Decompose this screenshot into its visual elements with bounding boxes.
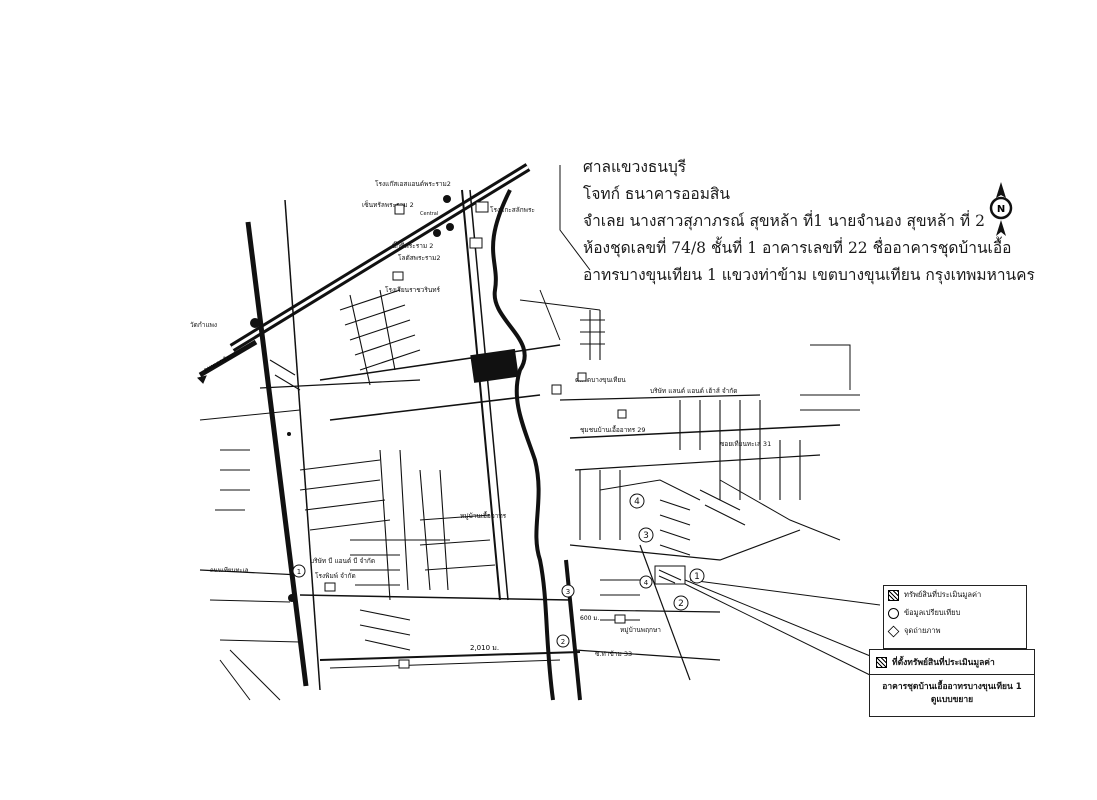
landmark-label: โรงเรียนราชวรินทร์ <box>385 286 441 294</box>
landmark-label: ซ.ท่าข้าม 33 <box>595 650 632 658</box>
hatched-square-icon <box>876 656 887 668</box>
comparison-marker: 3 <box>643 531 649 541</box>
north-arrow-icon: N <box>989 182 1013 236</box>
main-road-west <box>245 221 309 687</box>
callout-line-2: ดูแบบขยาย <box>930 695 974 705</box>
landmark-label: บริษัท แลนด์ แอนด์ เฮ้าส์ จำกัด <box>650 387 737 395</box>
location-line: อาทรบางขุนเทียน 1 แขวงท่าข้าม เขตบางขุนเ… <box>583 266 1035 284</box>
highway-label: ถนนพระราม 2 <box>297 257 340 287</box>
landmark-label: หมู่บ้านพฤกษา <box>620 626 661 634</box>
highway-rama2 <box>229 163 531 352</box>
defendant-line: จำเลย นางสาวสุภาภรณ์ สุขหล้า ที่1 นายจำน… <box>583 212 985 230</box>
case-header: ศาลแขวงธนบุรี โจทก์ ธนาคารออมสิน จำเลย น… <box>583 154 1035 289</box>
south-road-label: ถนนเทียนทะเล <box>210 566 249 574</box>
distance-label: 2,010 ม. <box>470 644 499 652</box>
legend-label: ทรัพย์สินที่ประเมินมูลค่า <box>904 590 982 599</box>
landmark-label: โรงแกะสลักพระ <box>490 206 535 214</box>
callout-line-1: อาคารชุดบ้านเอื้ออาทรบางขุนเทียน 1 <box>882 682 1022 692</box>
landmark-label: บิ๊กซีพระราม 2 <box>392 241 433 250</box>
callout-body: อาคารชุดบ้านเอื้ออาทรบางขุนเทียน 1 ดูแบบ… <box>870 675 1034 707</box>
west-road-label: ถนนเอกชัย <box>203 354 232 374</box>
photo-marker: 4 <box>644 579 649 587</box>
comparison-marker: 2 <box>678 599 684 609</box>
legend-label: ข้อมูลเปรียบเทียบ <box>904 608 961 617</box>
landmark-label: โลตัสพระราม2 <box>398 254 441 262</box>
photo-marker: 1 <box>297 568 301 576</box>
landmark-label: วัดกำแพง <box>190 321 217 329</box>
landmark-label: ชุมชนบ้านเอื้ออาทร 29 <box>580 425 645 434</box>
legend-row-property: ทรัพย์สินที่ประเมินมูลค่า <box>884 586 1026 604</box>
callout-title: ที่ตั้งทรัพย์สินที่ประเมินมูลค่า <box>892 658 995 668</box>
legend-row-photo: จุดถ่ายภาพ <box>884 622 1026 640</box>
landmark-label: โรงพิมพ์ จำกัด <box>315 572 356 580</box>
diamond-icon <box>887 625 900 637</box>
landmark-label: Central <box>420 211 438 217</box>
landmark-label: ตลาดบางขุนเทียน <box>575 376 626 384</box>
landmark-label: ซอยเทียนทะเล 31 <box>720 440 771 448</box>
landmark-label: เซ็นทรัลพระราม 2 <box>362 200 414 209</box>
comparison-marker: 1 <box>694 572 700 582</box>
legend-row-comparison: ข้อมูลเปรียบเทียบ <box>884 604 1026 622</box>
photo-marker: 3 <box>566 588 570 596</box>
court-name: ศาลแขวงธนบุรี <box>583 158 687 176</box>
photo-marker: 2 <box>561 638 565 646</box>
unit-address-line: ห้องชุดเลขที่ 74/8 ชั้นที่ 1 อาคารเลขที่… <box>583 239 1012 257</box>
canal <box>491 189 555 701</box>
callout-title-row: ที่ตั้งทรัพย์สินที่ประเมินมูลค่า <box>870 650 1034 675</box>
plaintiff-line: โจทก์ ธนาคารออมสิน <box>583 185 730 203</box>
landmark-label: โรงแก๊สเอสแอนด์พระราม2 <box>375 180 451 188</box>
landmark-label: หมู่บ้านเอื้ออาทร <box>460 511 507 520</box>
legend-label: จุดถ่ายภาพ <box>904 626 941 635</box>
short-distance-label: 600 ม. <box>580 615 599 622</box>
hatched-square-icon <box>888 589 899 601</box>
property-callout: ที่ตั้งทรัพย์สินที่ประเมินมูลค่า อาคารชุ… <box>869 649 1035 717</box>
subject-property-marker <box>654 565 686 585</box>
landmark-label: บริษัท บี แอนด์ บี จำกัด <box>310 557 375 565</box>
circle-icon <box>888 607 899 619</box>
north-label: N <box>997 204 1005 215</box>
comparison-marker: 4 <box>634 497 640 507</box>
map-legend: ทรัพย์สินที่ประเมินมูลค่า ข้อมูลเปรียบเท… <box>883 585 1027 649</box>
